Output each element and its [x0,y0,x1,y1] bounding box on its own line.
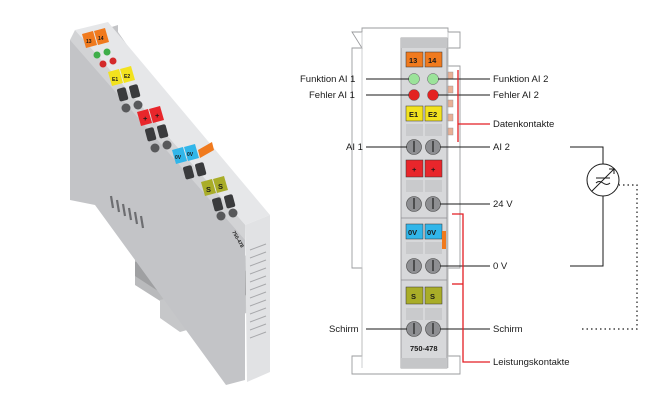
svg-text:+: + [412,165,417,174]
photo-led-green-2 [103,48,111,56]
photo-tag-s-1: S [206,185,211,194]
label-datenkontakte: Datenkontakte [493,119,554,130]
label-fehler-ai1: Fehler AI 1 [309,90,355,101]
terminal-row-0v [406,242,442,274]
led-fehler-ai1 [408,89,420,101]
photo-terminal-row-4 [212,194,238,221]
orange-marker [442,231,446,249]
svg-text:E1: E1 [409,110,418,119]
label-24v: 24 V [493,199,513,210]
photo-pot-tags: + + [137,106,164,126]
led-funktion-ai1 [408,73,420,85]
photo-tag-e1: E1 [112,77,118,83]
grip-ribs [249,243,267,339]
tag-e1 [405,105,424,122]
led-funktion-ai2 [427,73,439,85]
module-photo: 13 14 E1 E2 + + [70,22,270,385]
photo-tag-plus-2: + [155,111,160,120]
schematic-top-tags: 13 14 [405,51,443,68]
module-side-face [70,25,245,385]
svg-text:S: S [411,292,416,301]
photo-tag-13: 13 [86,39,92,45]
photo-terminal-row-2 [145,124,172,153]
schematic-shield-tags: S S [405,286,443,305]
label-schirm-left: Schirm [329,324,359,335]
label-leistungskontakte: Leistungskontakte [493,357,570,368]
svg-text:0V: 0V [408,228,417,237]
tag-plus-1 [405,159,424,178]
svg-text:+: + [431,165,436,174]
wire-shield [582,184,638,330]
tag-s-1 [405,286,424,305]
red-brackets [452,70,490,363]
schematic-pot-tags: + + [405,159,443,178]
photo-terminal-row-1 [117,84,143,113]
tag-0v-1 [405,223,424,240]
svg-text:14: 14 [428,56,437,65]
photo-tag-14: 14 [98,36,104,42]
photo-tag-0v-1: 0V [175,155,182,161]
tag-plus-2 [424,159,443,178]
bracket-leistungskontakte [452,213,490,363]
svg-text:13: 13 [409,56,417,65]
label-fehler-ai2: Fehler AI 2 [493,90,539,101]
label-funktion-ai1: Funktion AI 1 [300,74,355,85]
photo-tag-e2: E2 [124,74,130,80]
photo-tag-s-2: S [218,182,223,191]
photo-led-red-2 [109,57,117,65]
photo-terminal-row-3 [183,162,207,180]
side-vent-ribs [109,195,145,229]
terminal-row-ai [406,124,442,155]
photo-top-tags: 13 14 [82,28,109,48]
module-label: 750-478 [410,344,438,353]
photo-tag-plus-1: + [143,114,148,123]
tag-13 [405,51,424,68]
tag-s-2 [424,286,443,305]
svg-text:S: S [430,292,435,301]
label-0v: 0 V [493,261,508,272]
photo-shield-tags: S S [201,176,228,196]
led-fehler-ai2 [427,89,439,101]
sensor-icon [586,163,620,197]
terminal-row-schirm [406,308,442,337]
label-ai1: AI 1 [346,142,363,153]
label-schirm-right: Schirm [493,324,523,335]
svg-text:0V: 0V [427,228,436,237]
terminal-row-24v [406,180,442,212]
label-ai2: AI 2 [493,142,510,153]
schematic-module: 13 14 E1 E2 + + [351,27,461,375]
photo-led-green-1 [93,51,101,59]
photo-led-red-1 [99,60,107,68]
external-wiring [570,146,638,330]
callouts [366,78,490,330]
photo-tag-0v-2: 0V [187,152,194,158]
schematic-err-tags: E1 E2 [405,105,443,122]
tag-e2 [424,105,443,122]
wire-0v [570,196,604,267]
tag-14 [424,51,443,68]
schematic-zero-tags: 0V 0V [405,223,446,249]
photo-err-tags: E1 E2 [108,66,135,86]
wire-ai2 [570,146,604,164]
svg-text:E2: E2 [428,110,437,119]
photo-zero-tags: 0V 0V [172,142,214,164]
label-funktion-ai2: Funktion AI 2 [493,74,548,85]
